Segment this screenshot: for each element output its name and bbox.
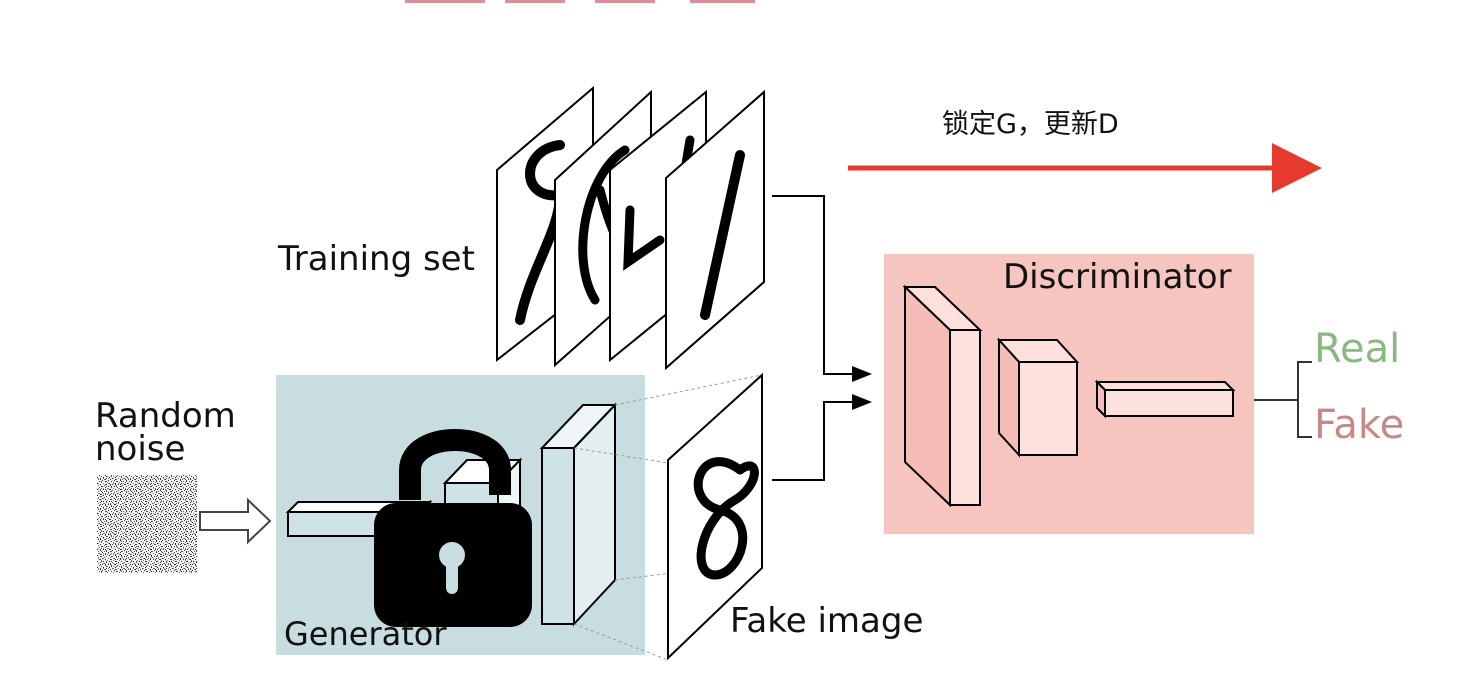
noise-input-arrow	[199, 497, 272, 545]
random-noise-label-line2: noise	[95, 429, 185, 469]
training-image-card	[665, 89, 765, 371]
real-output-label: Real	[1314, 326, 1400, 372]
cropped-title-fragment	[405, 0, 755, 3]
training-set-label: Training set	[277, 239, 475, 279]
lock-icon	[374, 429, 532, 627]
noise-image	[97, 475, 197, 573]
random-noise-label-line1: Random	[95, 396, 236, 436]
annotation-text: 锁定G，更新D	[942, 109, 1119, 140]
connector-lines	[772, 195, 872, 481]
generator-label: Generator	[284, 615, 447, 653]
discriminator-layers	[902, 284, 1236, 508]
fake-image-label: Fake image	[730, 601, 923, 641]
training-set-images	[496, 85, 765, 371]
discriminator-label: Discriminator	[1003, 257, 1232, 297]
fake-image-card	[667, 372, 763, 661]
output-bracket	[1254, 361, 1312, 438]
fake-output-label: Fake	[1314, 402, 1404, 448]
